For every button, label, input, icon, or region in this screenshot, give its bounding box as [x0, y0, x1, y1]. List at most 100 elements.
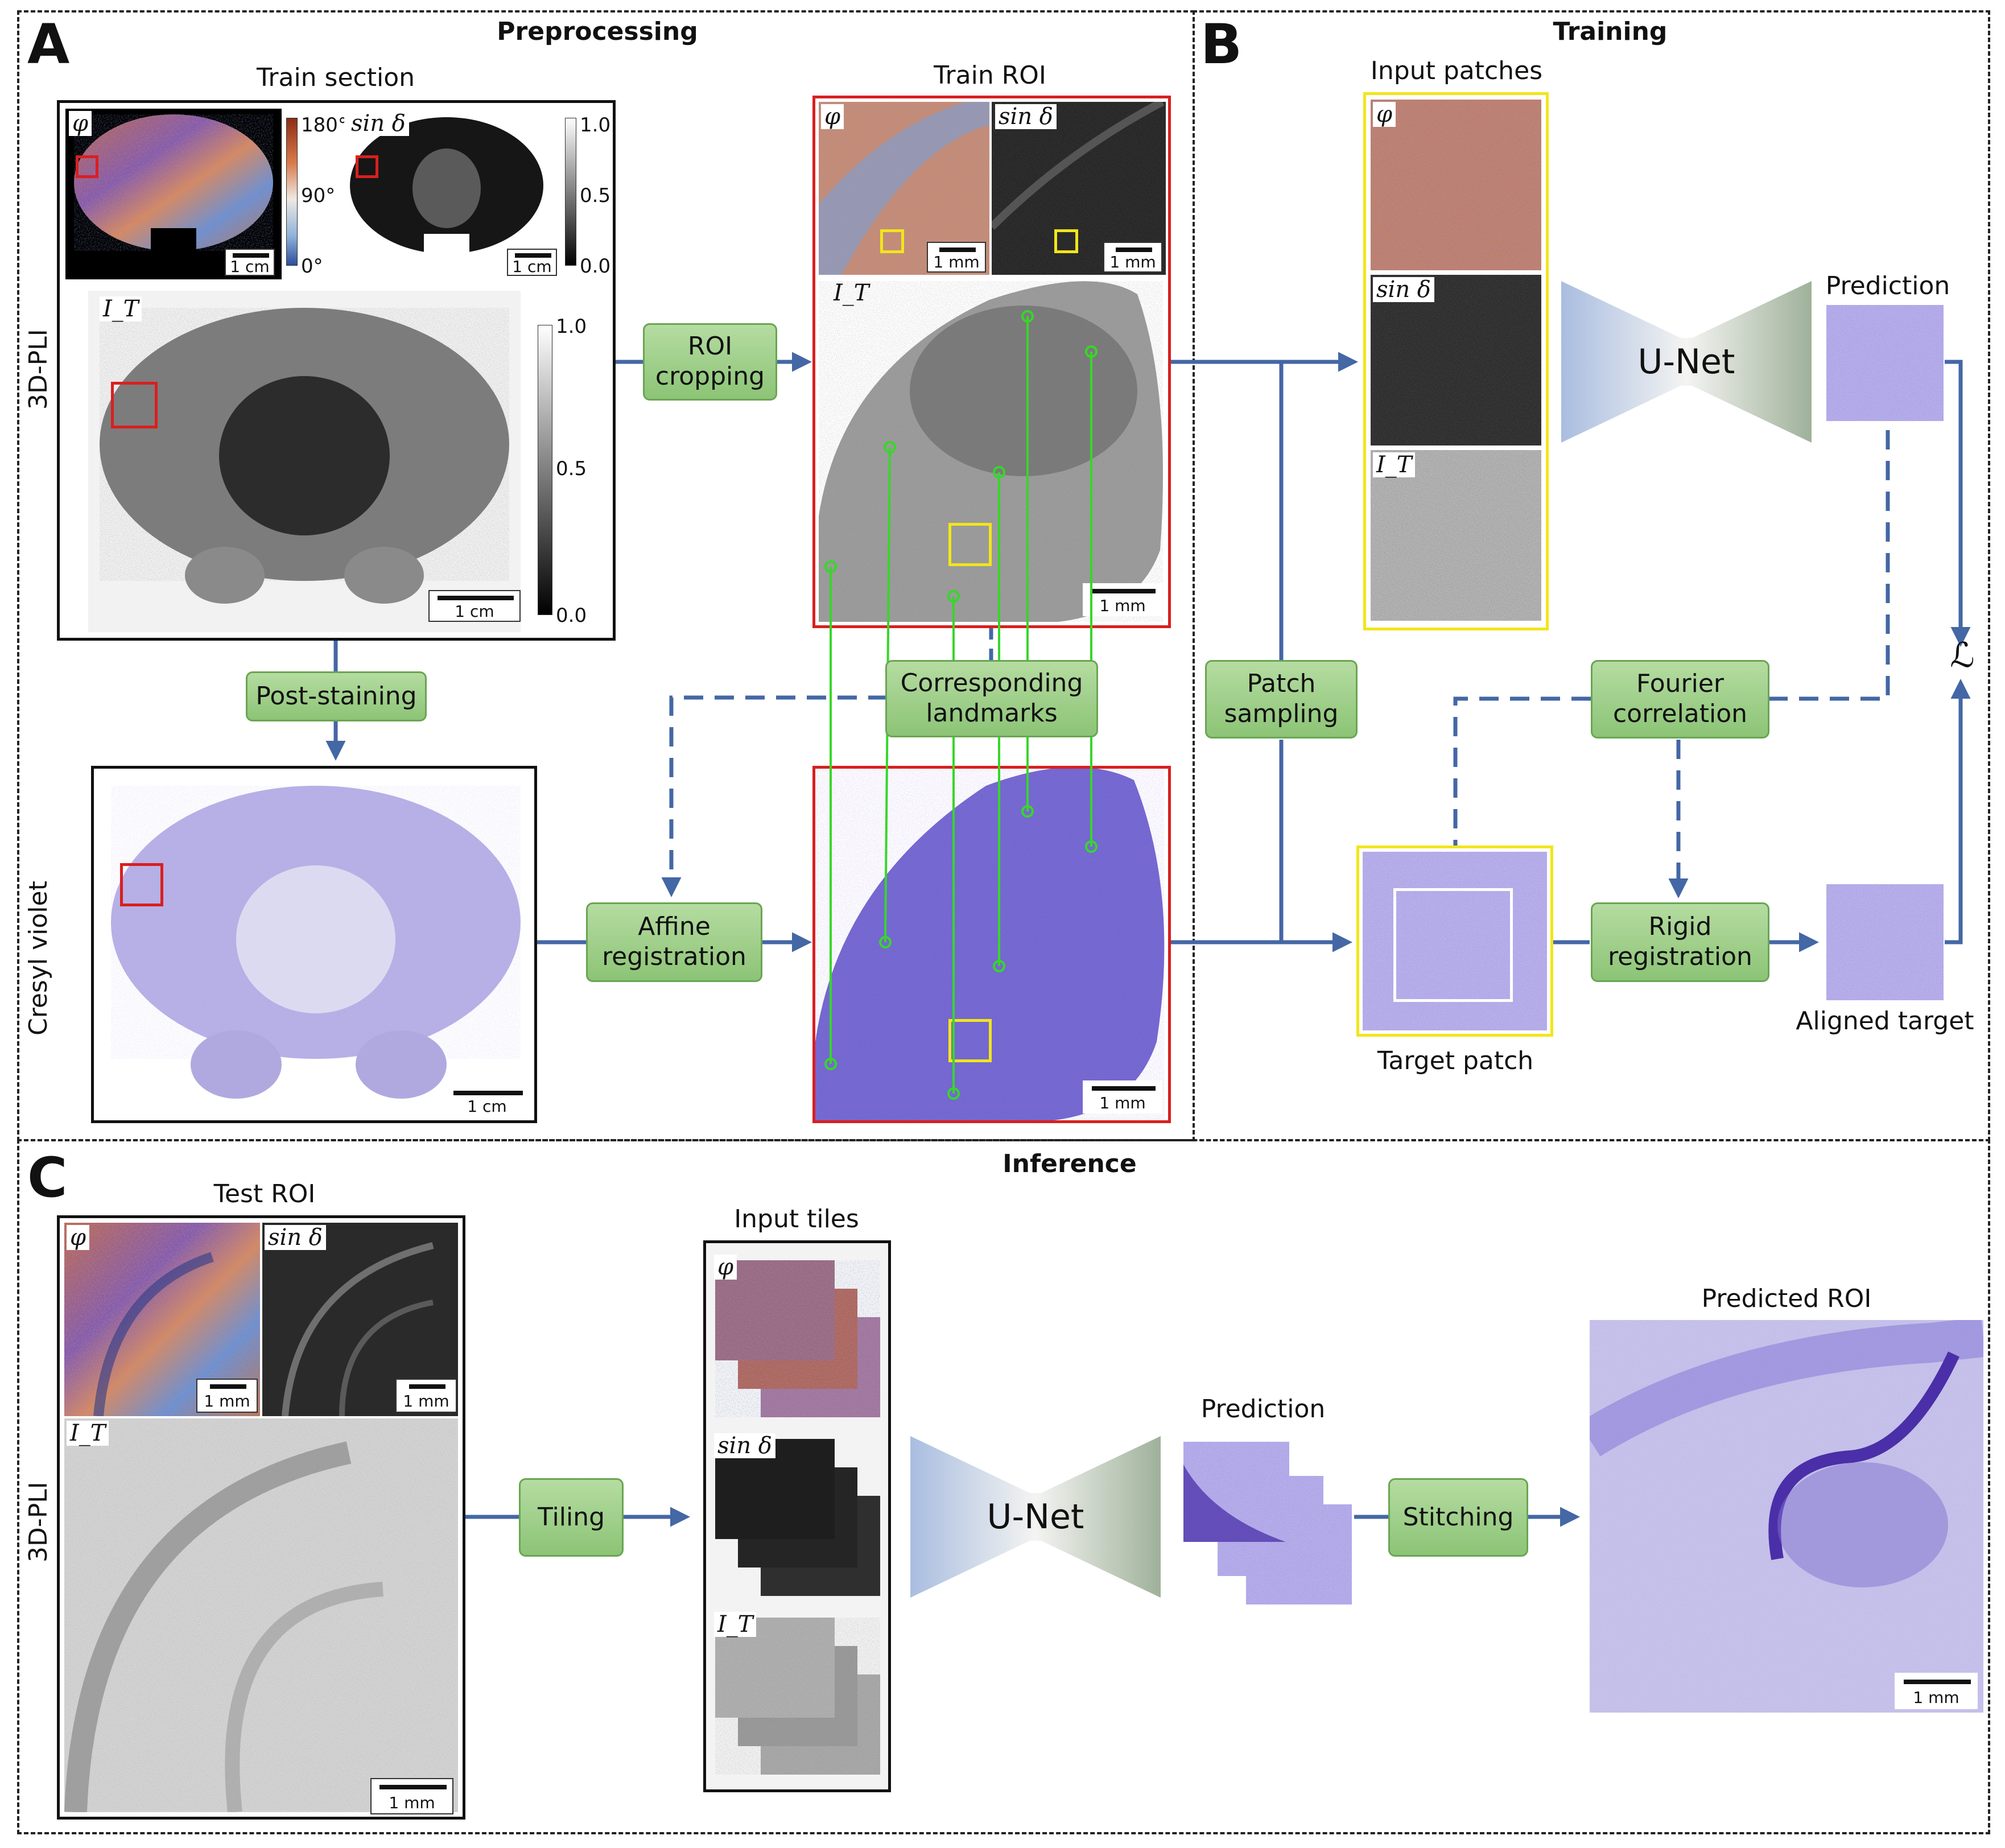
- sin-colorbar-a: [565, 118, 576, 266]
- panel-a-title: Preprocessing: [497, 17, 698, 46]
- panel-c-border: [17, 1139, 1990, 1834]
- train-roi-label: Train ROI: [934, 61, 1046, 90]
- train-section-it-scalebar: 1 cm: [428, 590, 521, 622]
- train-roi-cresyl-frame: 1 mm: [812, 766, 1171, 1123]
- input-tiles-sin-label: sin δ: [714, 1433, 775, 1458]
- input-tiles-it-label: I_T: [714, 1612, 757, 1637]
- aligned-target-image: [1826, 884, 1944, 1000]
- input-tiles-label: Input tiles: [734, 1204, 859, 1234]
- input-patch-phi-image: [1371, 100, 1541, 270]
- phi-tick-90: 90°: [301, 184, 336, 207]
- predicted-roi-label: Predicted ROI: [1701, 1284, 1872, 1313]
- aligned-target-label: Aligned target: [1796, 1006, 1974, 1036]
- rigid-registration-box: Rigid registration: [1591, 902, 1769, 982]
- cresyl-section-frame: 1 cm: [91, 766, 537, 1123]
- panel-b-letter: B: [1200, 13, 1243, 76]
- train-roi-sin-scalebar: 1 mm: [1103, 242, 1162, 273]
- predicted-roi-scalebar: 1 mm: [1895, 1673, 1978, 1709]
- train-section-phi-label: φ: [69, 111, 92, 136]
- prediction-c-stack: [1183, 1442, 1352, 1604]
- train-roi-sin-image: [992, 102, 1166, 275]
- train-roi-phi-patch-marker: [880, 229, 904, 253]
- dash-prediction-to-fourier: [1769, 430, 1890, 701]
- patch-sampling-box: Patch sampling: [1205, 660, 1358, 739]
- input-tiles-phi-stack: [715, 1260, 880, 1417]
- input-patch-sin-label: sin δ: [1373, 277, 1434, 302]
- corresponding-landmarks-box: Corresponding landmarks: [885, 660, 1098, 737]
- test-roi-phi-image: [64, 1223, 260, 1416]
- panel-c-letter: C: [27, 1146, 68, 1210]
- it-tick-0: 0.0: [556, 604, 587, 627]
- phi-colorbar: [286, 118, 298, 266]
- target-patch-label: Target patch: [1377, 1046, 1534, 1075]
- train-section-it-image: [88, 291, 521, 632]
- test-roi-label: Test ROI: [213, 1179, 316, 1208]
- post-staining-box: Post-staining: [246, 671, 427, 721]
- input-tiles-frame: φ sin δ I_T: [703, 1240, 891, 1792]
- affine-registration-box: Affine registration: [586, 902, 762, 982]
- test-roi-it-image: [64, 1418, 458, 1812]
- input-patch-it-label: I_T: [1373, 452, 1416, 477]
- target-patch-frame: [1356, 845, 1553, 1037]
- train-section-it-roi-marker: [111, 382, 158, 428]
- test-roi-phi-scalebar: 1 mm: [196, 1379, 258, 1413]
- predicted-roi-image: [1590, 1320, 1983, 1713]
- sin-tick-0: 0.0: [580, 255, 611, 278]
- panel-c-title: Inference: [1002, 1149, 1137, 1178]
- input-patch-phi-label: φ: [1373, 102, 1396, 127]
- panel-a-letter: A: [27, 13, 70, 76]
- input-patch-it-image: [1371, 450, 1541, 621]
- unet-training-label: U-Net: [1637, 342, 1735, 382]
- train-roi-it-patch-marker: [948, 523, 992, 566]
- train-section-it-label: I_T: [100, 296, 142, 321]
- train-section-phi-scalebar: 1 cm: [225, 249, 275, 276]
- train-roi-it-label: I_T: [834, 280, 869, 306]
- test-roi-phi-label: φ: [67, 1225, 90, 1250]
- target-patch-crop-marker: [1393, 888, 1513, 1002]
- it-tick-1: 1.0: [556, 315, 587, 338]
- unet-training: U-Net: [1561, 281, 1812, 443]
- prediction-b-image: [1826, 305, 1944, 421]
- dash-fourier-to-target: [1453, 696, 1591, 845]
- test-roi-frame: φ 1 mm sin δ 1 mm I_T 1 mm: [57, 1215, 465, 1820]
- tiling-box: Tiling: [519, 1478, 624, 1557]
- train-roi-cresyl-scalebar: 1 mm: [1083, 1080, 1162, 1113]
- it-colorbar-a: [538, 325, 552, 615]
- sin-tick-05: 0.5: [580, 184, 611, 207]
- arrow-landmarks-to-affine: [661, 695, 888, 897]
- train-roi-phi-label: φ: [821, 104, 844, 129]
- fourier-correlation-box: Fourier correlation: [1591, 660, 1769, 739]
- stitching-box: Stitching: [1388, 1478, 1528, 1557]
- cresyl-section-image: [94, 769, 534, 1120]
- cresyl-section-scalebar: 1 cm: [444, 1085, 530, 1117]
- unet-inference-label: U-Net: [987, 1497, 1084, 1537]
- train-roi-cresyl-patch-marker: [948, 1019, 992, 1062]
- input-patch-sin-image: [1371, 275, 1541, 446]
- it-tick-05: 0.5: [556, 457, 587, 480]
- arrow-aligned-to-loss: [1945, 679, 1971, 944]
- loss-symbol: ℒ: [1950, 636, 1975, 675]
- train-section-sin-scalebar: 1 cm: [507, 249, 557, 276]
- train-roi-sin-label: sin δ: [995, 104, 1057, 129]
- test-roi-sin-scalebar: 1 mm: [395, 1379, 457, 1413]
- arrow-prediction-to-loss: [1945, 360, 1971, 647]
- test-roi-it-scalebar: 1 mm: [370, 1778, 453, 1814]
- train-section-label: Train section: [256, 63, 415, 92]
- train-roi-pli-frame: φ 1 mm sin δ 1 mm I_T 1 mm: [812, 96, 1171, 628]
- train-section-phi-image: [65, 109, 282, 279]
- unet-inference: U-Net: [910, 1436, 1161, 1598]
- input-tiles-phi-label: φ: [714, 1255, 737, 1280]
- train-section-frame: φ 1 cm 180° 90° 0° sin δ 1 cm 1.0 0.5 0.…: [57, 100, 616, 641]
- input-patches-label: Input patches: [1370, 56, 1543, 85]
- panel-b-title: Training: [1553, 17, 1668, 46]
- train-section-phi-roi-marker: [76, 155, 98, 178]
- test-roi-sin-label: sin δ: [265, 1225, 326, 1250]
- train-roi-cresyl-image: [815, 769, 1168, 1120]
- pli-label-c: 3D-PLI: [24, 1482, 53, 1562]
- test-roi-it-label: I_T: [67, 1421, 109, 1446]
- train-roi-phi-scalebar: 1 mm: [927, 242, 986, 273]
- roi-cropping-box: ROI cropping: [643, 323, 777, 401]
- prediction-b-label: Prediction: [1825, 271, 1950, 300]
- cresyl-section-roi-marker: [120, 863, 163, 906]
